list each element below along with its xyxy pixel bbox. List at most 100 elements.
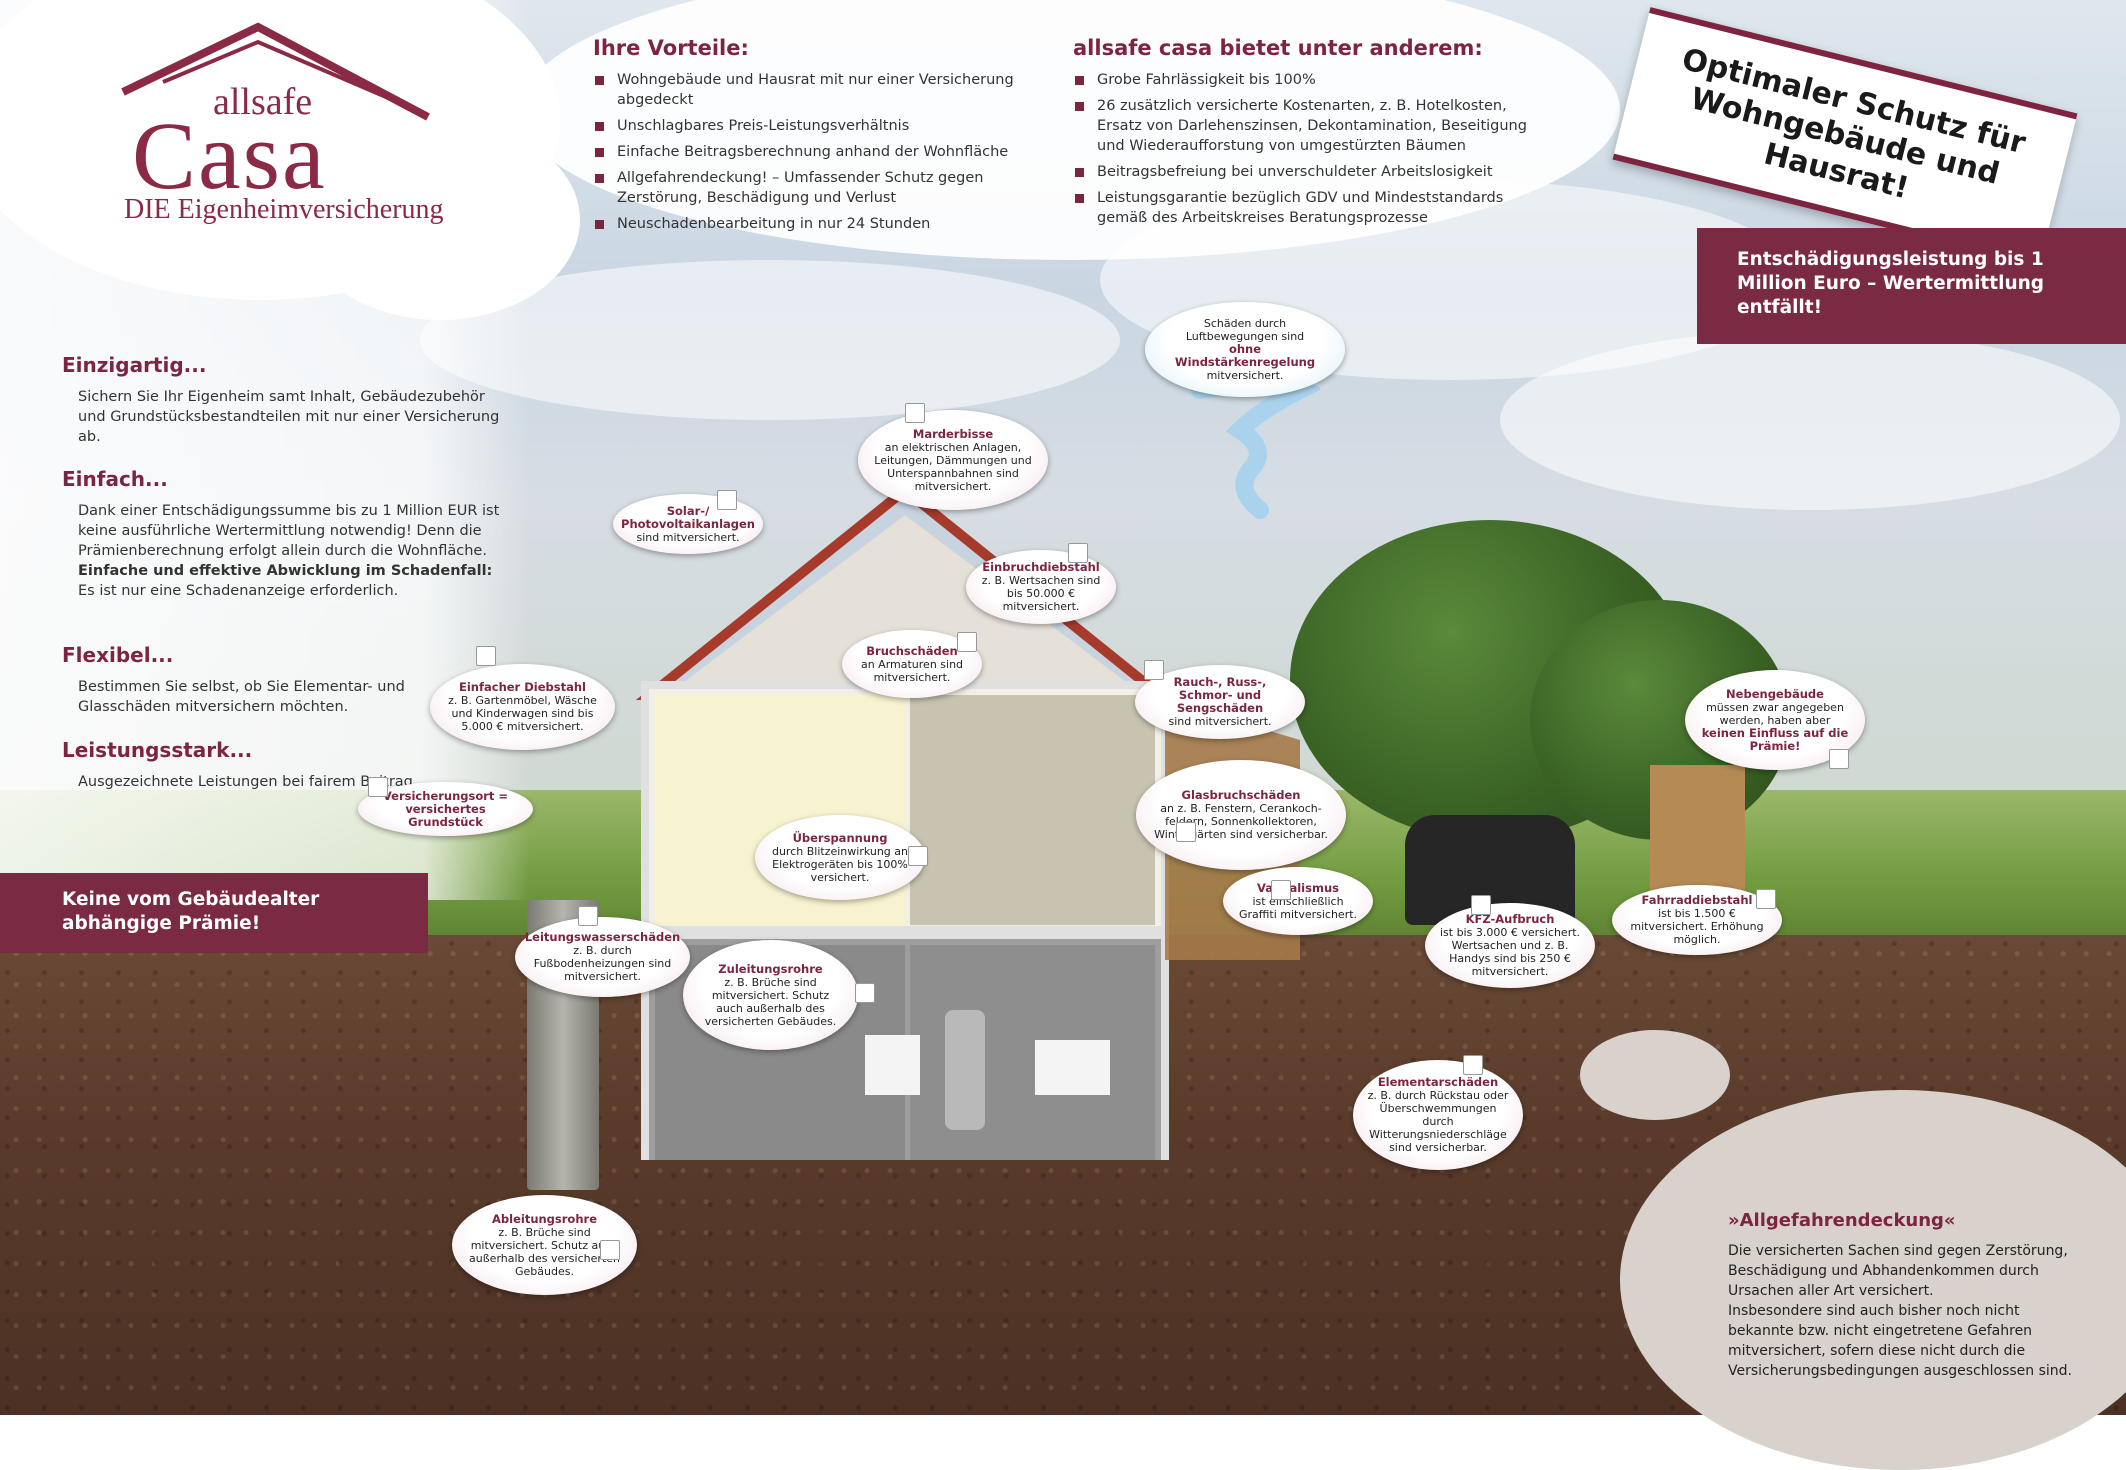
section-title: Einzigartig... — [62, 353, 207, 377]
bubble-text: Schäden durch Luftbewegungen sind — [1185, 317, 1305, 343]
bubble-title: Marderbisse — [912, 426, 994, 441]
all-risk-title: »Allgefahrendeckung« — [1728, 1210, 1956, 1231]
all-risk-text-2: Insbesondere sind auch bisher noch nicht… — [1728, 1303, 2072, 1379]
checkbox[interactable] — [578, 906, 598, 926]
checkbox[interactable] — [957, 632, 977, 652]
checkbox[interactable] — [717, 490, 737, 510]
list-item: Unschlagbares Preis-Leistungsverhältnis — [593, 116, 1053, 136]
list-item: Einfache Beitragsberechnung anhand der W… — [593, 142, 1053, 162]
section-einfach: Einfach... Dank einer Entschädigungssumm… — [62, 467, 502, 601]
section-text: Ausgezeichnete Leistungen bei fairem Bei… — [78, 774, 418, 790]
bubble-text: sind mitversichert. — [1168, 715, 1272, 728]
checkbox[interactable] — [368, 777, 388, 797]
checkbox[interactable] — [1756, 889, 1776, 909]
bubble-text: an Armaturen sind mitversichert. — [860, 657, 964, 684]
premium-ribbon: Keine vom Gebäudealter abhängige Prämie! — [0, 873, 428, 953]
bubble-text: ist bis 1.500 € mitversichert. Erhöhung … — [1630, 907, 1764, 946]
bubble-text: sind mitversichert. — [636, 530, 740, 544]
bubble-text: ist einschließlich Graffiti mitversicher… — [1238, 894, 1358, 921]
premium-text: Keine vom Gebäudealter abhängige Prämie! — [62, 889, 320, 934]
bubble-title: Bruchschäden — [866, 643, 958, 658]
bubble-title: Solar-/ Photovoltaikanlagen — [621, 503, 755, 531]
checkbox[interactable] — [476, 646, 496, 666]
section-title: Einfach... — [62, 467, 168, 491]
checkbox[interactable] — [1271, 880, 1291, 900]
section-text-2: Einfache und effektive Abwicklung im Sch… — [78, 563, 493, 579]
cloud — [300, 120, 580, 320]
section-text-3: Es ist nur eine Schadenanzeige erforderl… — [78, 583, 399, 599]
bubble-title: Einfacher Diebstahl — [459, 680, 586, 694]
bubble-title: Versicherungsort = versichertes Grundstü… — [382, 788, 509, 829]
bubble-einbruch: Einbruchdiebstahl z. B. Wertsachen sind … — [966, 550, 1116, 624]
checkbox[interactable] — [908, 846, 928, 866]
advantages-title: Ihre Vorteile: — [593, 36, 749, 60]
bubble-title: Vandalismus — [1257, 880, 1339, 895]
bubble-title: Leitungswasserschäden — [524, 930, 681, 944]
section-text: Sichern Sie Ihr Eigenheim samt Inhalt, G… — [78, 389, 500, 445]
bubble-text: an elektrischen Anlagen, Leitungen, Dämm… — [874, 440, 1032, 493]
list-item: 26 zusätzlich versicherte Kostenarten, z… — [1073, 96, 1533, 156]
all-risk-text-1: Die versicherten Sachen sind gegen Zerst… — [1728, 1243, 2068, 1299]
bubble-text-2: mitversichert. — [1206, 369, 1284, 382]
checkbox[interactable] — [600, 1240, 620, 1260]
bubble-text: durch Blitzeinwirkung an Elektrogeräten … — [771, 844, 909, 884]
advantages-column: Ihre Vorteile: Wohngebäude und Hausrat m… — [593, 36, 1053, 240]
bubble-zuleitung: Zuleitungsrohre z. B. Brüche sind mitver… — [683, 940, 858, 1050]
bubble-bold: ohne Windstärkenregelung — [1174, 342, 1316, 369]
bubble-elementar: Elementarschäden z. B. durch Rückstau od… — [1353, 1060, 1523, 1170]
checkbox[interactable] — [855, 983, 875, 1003]
bubble-fahrrad: Fahrraddiebstahl ist bis 1.500 € mitvers… — [1612, 885, 1782, 955]
checkbox[interactable] — [1471, 895, 1491, 915]
features-column: allsafe casa bietet unter anderem: Grobe… — [1073, 36, 1533, 234]
bubble-text: an z. B. Fenstern, Cerankoch-feldern, So… — [1154, 802, 1328, 841]
bubble-title: Einbruchdiebstahl — [982, 560, 1100, 574]
bubble-title: Rauch-, Russ-, Schmor- und Sengschäden — [1173, 675, 1267, 715]
list-item: Leistungsgarantie bezüglich GDV und Mind… — [1073, 188, 1533, 228]
list-item: Beitragsbefreiung bei unverschuldeter Ar… — [1073, 162, 1533, 182]
cloud — [520, 0, 1620, 260]
brand-tagline: DIE Eigenheimversicherung — [124, 194, 444, 225]
list-item: Wohngebäude und Hausrat mit nur einer Ve… — [593, 70, 1053, 110]
section-text: Bestimmen Sie selbst, ob Sie Elementar- … — [78, 679, 405, 715]
bubble-text: z. B. Wertsachen sind bis 50.000 € mitve… — [981, 574, 1101, 613]
bubble-rauch: Rauch-, Russ-, Schmor- und Sengschäden s… — [1135, 665, 1305, 739]
checkbox[interactable] — [1176, 822, 1196, 842]
bubble-text: z. B. Brüche sind mitversichert. Schutz … — [469, 1225, 620, 1278]
bubble-title: Überspannung — [792, 830, 888, 845]
checkbox[interactable] — [905, 403, 925, 423]
compensation-ribbon: Entschädigungsleistung bis 1 Million Eur… — [1697, 228, 2126, 344]
bubble-text: ist bis 3.000 € versichert. Wertsachen u… — [1439, 926, 1581, 978]
advantages-list: Wohngebäude und Hausrat mit nur einer Ve… — [593, 70, 1053, 234]
bubble-text: z. B. Gartenmöbel, Wäsche und Kinderwage… — [448, 694, 597, 733]
bubble-title: Ableitungsrohre — [492, 1211, 597, 1226]
checkbox[interactable] — [1829, 749, 1849, 769]
bubble-leitung: Leitungswasserschäden z. B. durch Fußbod… — [515, 917, 690, 997]
bubble-glas: Glasbruchschäden an z. B. Fenstern, Cera… — [1136, 760, 1346, 870]
bubble-ueberspannung: Überspannung durch Blitzeinwirkung an El… — [755, 815, 925, 900]
section-title: Leistungsstark... — [62, 738, 253, 762]
all-risk-info: »Allgefahrendeckung« Die versicherten Sa… — [1728, 1210, 2078, 1381]
brand-logo: allsafe Casa DIE Eigenheimversicherung — [118, 22, 448, 225]
bubble-title: KFZ-Aufbruch — [1465, 912, 1555, 926]
checkbox[interactable] — [1144, 660, 1164, 680]
bubble-text: z. B. durch Rückstau oder Überschwemmung… — [1367, 1089, 1509, 1154]
cloud — [1620, 1090, 2126, 1470]
section-leistungsstark: Leistungsstark... Ausgezeichnete Leistun… — [62, 738, 502, 792]
brand-name: Casa — [132, 102, 327, 209]
compensation-text: Entschädigungsleistung bis 1 Million Eur… — [1737, 249, 2045, 318]
roof-logo-icon — [121, 22, 430, 121]
brand-small: allsafe — [213, 81, 313, 123]
checkbox[interactable] — [1068, 543, 1088, 563]
bubble-title: Elementarschäden — [1377, 1075, 1499, 1089]
features-list: Grobe Fahrlässigkeit bis 100%26 zusätzli… — [1073, 70, 1533, 228]
bubble-diebstahl: Einfacher Diebstahl z. B. Gartenmöbel, W… — [430, 664, 615, 750]
section-text: Dank einer Entschädigungssumme bis zu 1 … — [78, 503, 500, 559]
wind-icon — [1191, 380, 1320, 519]
bubble-text: z. B. durch Fußbodenheizungen sind mitve… — [533, 944, 672, 983]
bubble-text: müssen zwar angegeben werden, haben aber — [1706, 700, 1844, 727]
bubble-marder: Marderbisse an elektrischen Anlagen, Lei… — [858, 410, 1048, 510]
checkbox[interactable] — [1463, 1055, 1483, 1075]
bubble-title: Glasbruchschäden — [1181, 788, 1301, 802]
bubble-title: Nebengebäude — [1726, 686, 1824, 701]
cloud — [1580, 1030, 1730, 1120]
